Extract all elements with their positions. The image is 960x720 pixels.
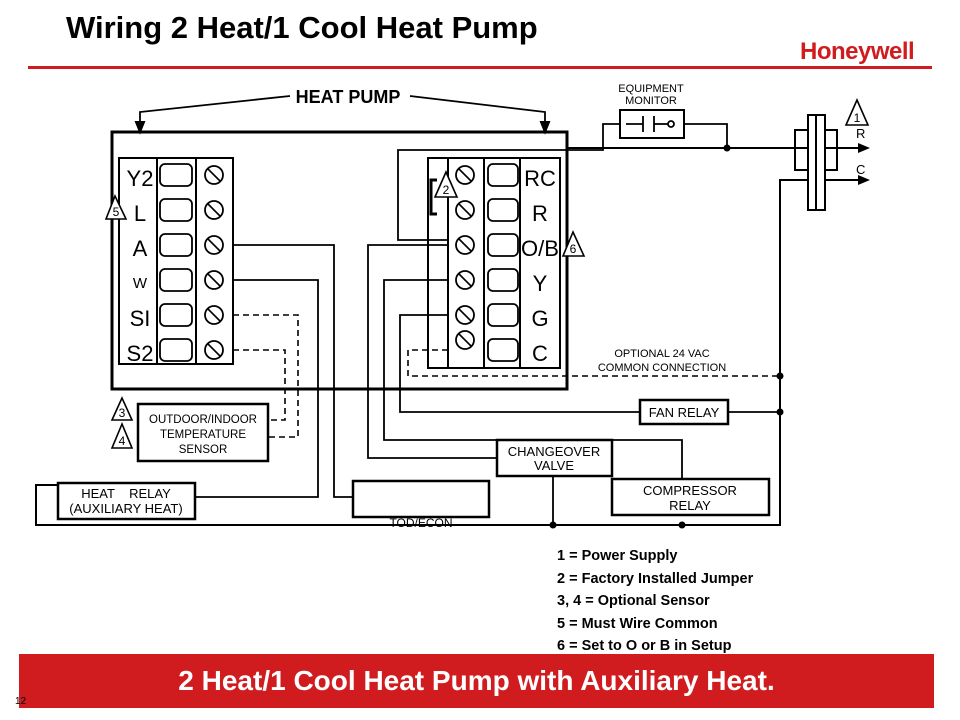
tod-econ-box xyxy=(351,479,491,519)
optional-common-label: OPTIONAL 24 VAC xyxy=(614,348,709,360)
svg-text:(AUXILIARY HEAT): (AUXILIARY HEAT) xyxy=(69,501,182,516)
marker-2: 2 xyxy=(443,183,450,197)
legend-item: 1 = Power Supply xyxy=(557,548,678,564)
page-title: Wiring 2 Heat/1 Cool Heat Pump xyxy=(66,10,538,45)
compressor-relay-box xyxy=(610,477,771,517)
heat-pump-label: HEAT PUMP xyxy=(296,87,401,107)
temperature-sensor-box xyxy=(136,402,270,463)
terminal-w: W xyxy=(133,275,148,292)
svg-text:COMMON CONNECTION: COMMON CONNECTION xyxy=(598,362,726,374)
marker-6: 6 xyxy=(570,242,577,256)
svg-text:TEMPERATURE: TEMPERATURE xyxy=(160,429,246,441)
changeover-valve-box xyxy=(495,438,614,478)
fan-relay-label: FAN RELAY xyxy=(649,405,720,420)
title-divider xyxy=(28,66,932,69)
terminal-si: SI xyxy=(130,306,151,331)
terminal-y: Y xyxy=(533,271,548,296)
marker-3: 3 xyxy=(119,406,126,420)
compressor-relay-label: COMPRESSOR xyxy=(643,483,737,498)
heat-relay-label: HEAT RELAY xyxy=(81,486,171,501)
caption-banner: 2 Heat/1 Cool Heat Pump with Auxiliary H… xyxy=(19,654,934,708)
terminal-l: L xyxy=(134,201,146,226)
legend-item: 2 = Factory Installed Jumper xyxy=(557,570,754,587)
power-r-label: R xyxy=(856,126,865,141)
equipment-monitor-label: EQUIPMENT xyxy=(618,83,684,95)
power-c-label: C xyxy=(856,162,865,177)
terminal-r: R xyxy=(532,201,548,226)
legend-item: 3, 4 = Optional Sensor xyxy=(557,593,710,610)
honeywell-logo: Honeywell xyxy=(800,38,915,65)
legend: 1 = Power Supply 2 = Factory Installed J… xyxy=(557,545,753,658)
terminal-g: G xyxy=(531,306,548,331)
marker-5: 5 xyxy=(113,205,120,219)
terminal-ob: O/B xyxy=(521,236,559,261)
terminal-a: A xyxy=(133,236,148,261)
svg-text:MONITOR: MONITOR xyxy=(625,95,677,107)
marker-1: 1 xyxy=(854,111,861,125)
sensor-label: OUTDOOR/INDOOR xyxy=(149,414,257,426)
changeover-valve-label: CHANGEOVER xyxy=(508,444,600,459)
tod-econ-label: TOD/ECON xyxy=(389,516,452,530)
fan-relay-box xyxy=(638,398,730,426)
legend-item: 6 = Set to O or B in Setup xyxy=(557,638,732,655)
terminal-y2: Y2 xyxy=(127,166,154,191)
marker-4: 4 xyxy=(119,434,126,448)
terminal-c: C xyxy=(532,341,548,366)
terminal-s2: S2 xyxy=(127,341,154,366)
svg-text:RELAY: RELAY xyxy=(669,498,711,513)
heat-relay-box xyxy=(56,481,197,521)
svg-text:VALVE: VALVE xyxy=(534,458,574,473)
svg-text:SENSOR: SENSOR xyxy=(179,444,228,456)
page-number: 12 xyxy=(15,696,27,707)
terminal-rc: RC xyxy=(524,166,556,191)
legend-item: 5 = Must Wire Common xyxy=(557,615,718,632)
